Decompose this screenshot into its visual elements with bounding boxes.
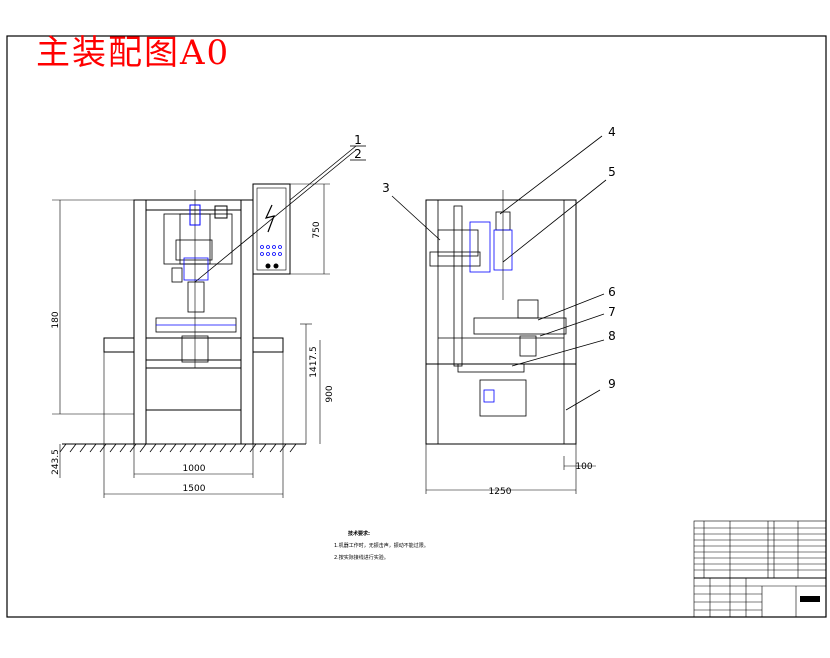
side-view [391, 135, 607, 494]
title-block [693, 520, 827, 618]
balloon-6: 6 [608, 285, 616, 299]
balloon-9: 9 [608, 377, 616, 391]
balloon-4: 4 [608, 125, 616, 139]
front-view [52, 145, 366, 498]
balloon-7: 7 [608, 305, 616, 319]
dim-outer-width: 1500 [183, 484, 206, 494]
dim-lower-height: 900 [325, 385, 335, 402]
balloon-2: 2 [354, 147, 362, 161]
notes-line-1: 1.机器工作时，无振击声，振动不能过限。 [334, 543, 429, 549]
balloon-3: 3 [382, 181, 390, 195]
balloon-5: 5 [608, 165, 616, 179]
balloon-8: 8 [608, 329, 616, 343]
dim-inner-width: 1000 [183, 464, 206, 474]
drawing-title: 主装配图A0 [36, 33, 231, 73]
technical-notes: 技术要求: 1.机器工作时，无振击声，振动不能过限。 2.按实际接线进行实验。 [334, 528, 429, 564]
dim-left-height: 180 [51, 311, 61, 328]
dim-foot: 243.5 [51, 449, 61, 475]
drawing-border [6, 35, 827, 618]
notes-heading: 技术要求: [348, 531, 370, 537]
dim-mid-height: 1417.5 [309, 346, 319, 378]
balloon-1: 1 [354, 133, 362, 147]
dim-side-width: 1250 [489, 487, 512, 497]
dim-side-foot: 100 [575, 462, 592, 472]
notes-line-2: 2.按实际接线进行实验。 [334, 555, 389, 561]
dim-cabinet-height: 750 [312, 221, 322, 238]
